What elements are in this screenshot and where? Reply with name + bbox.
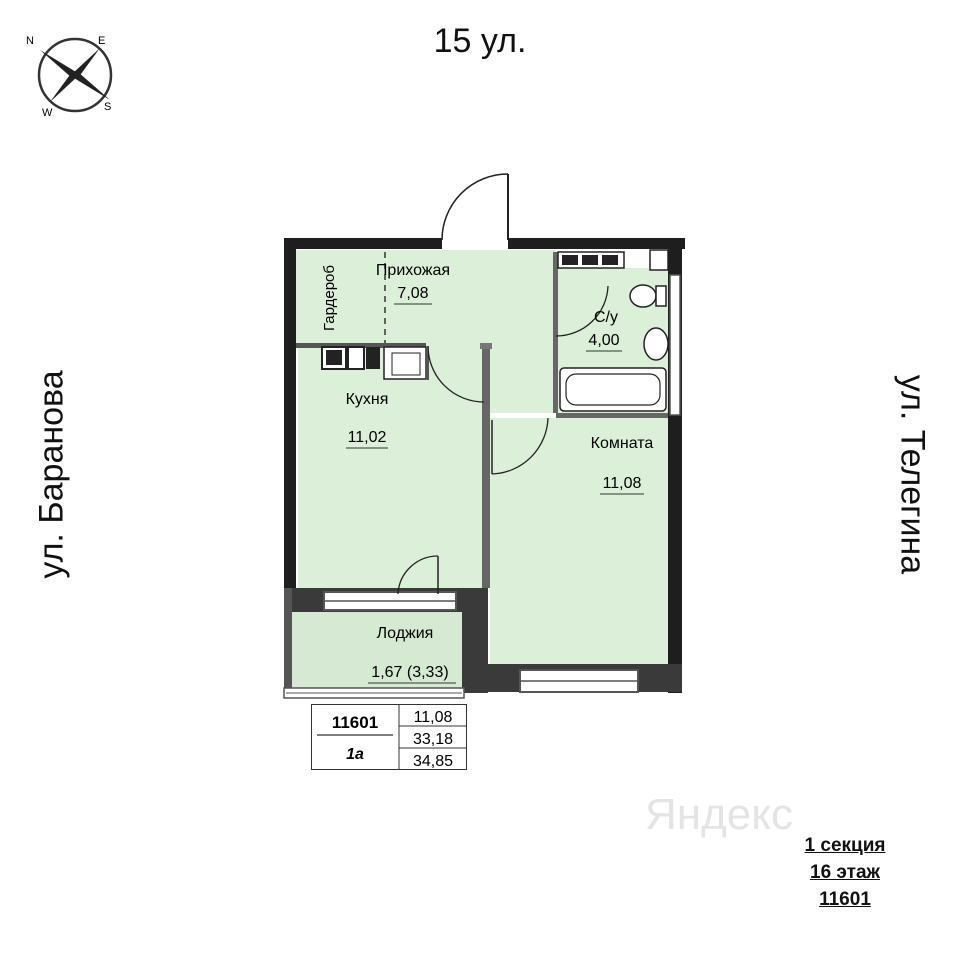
toilet-icon [629,284,657,308]
kitchen-area: 11,02 [348,429,387,446]
watermark: Яндекс [645,790,793,839]
washing-machine-icon [649,249,669,271]
washbasin-icon [643,327,669,361]
loggia-name: Лоджия [377,625,434,642]
compass-s: S [104,101,111,113]
wall-kitchen-right [482,343,490,588]
hall-area-fill [296,250,556,345]
wall-left [284,238,296,588]
compass-w: W [42,107,53,119]
room-area: 11,08 [603,475,642,492]
section-info: 1 секция 16 этаж 11601 [780,832,910,913]
wall-top-left [284,238,442,249]
room-fill [490,416,668,664]
compass-icon: N E S W [26,35,113,119]
kitchen-fill [298,345,484,590]
total-area: 33,18 [413,731,453,748]
room-name: Комната [591,435,654,452]
total-with-loggia: 34,85 [413,753,453,770]
wardrobe-name: Гардероб [321,265,338,331]
kitchen-name: Кухня [346,391,389,408]
apartment-info-table: 11601 1а 11,08 33,18 34,85 [311,704,467,770]
section-apartment-number: 11601 [819,889,871,910]
compass-e: E [98,35,105,47]
section-label: 1 секция [804,835,886,856]
bathroom-area: 4,00 [588,332,619,349]
wall-top-right [508,238,685,249]
apartment-number: 11601 [332,713,378,732]
wall-room-top [490,413,556,418]
street-label-top: 15 ул. [433,22,527,60]
loggia-fill [290,612,462,689]
entrance-door-swing [441,173,509,241]
cabinet-icon [347,346,365,370]
loggia-area: 1,67 (3,33) [371,664,448,681]
apartment-type: 1а [346,746,364,763]
hall-name: Прихожая [376,262,450,279]
living-area: 11,08 [414,709,453,726]
bathroom-name: С/у [594,309,618,326]
wall-loggia-left [284,588,292,698]
floor-label: 16 этаж [810,862,880,883]
hall-area: 7,08 [397,285,428,302]
compass-n: N [26,35,34,47]
wall-bath-left [553,252,558,417]
wall-loggia-right [462,588,488,693]
wall-bath-bottom [556,413,668,418]
wall-kitchen-top [296,343,426,348]
hall-corridor-fill [486,330,556,425]
